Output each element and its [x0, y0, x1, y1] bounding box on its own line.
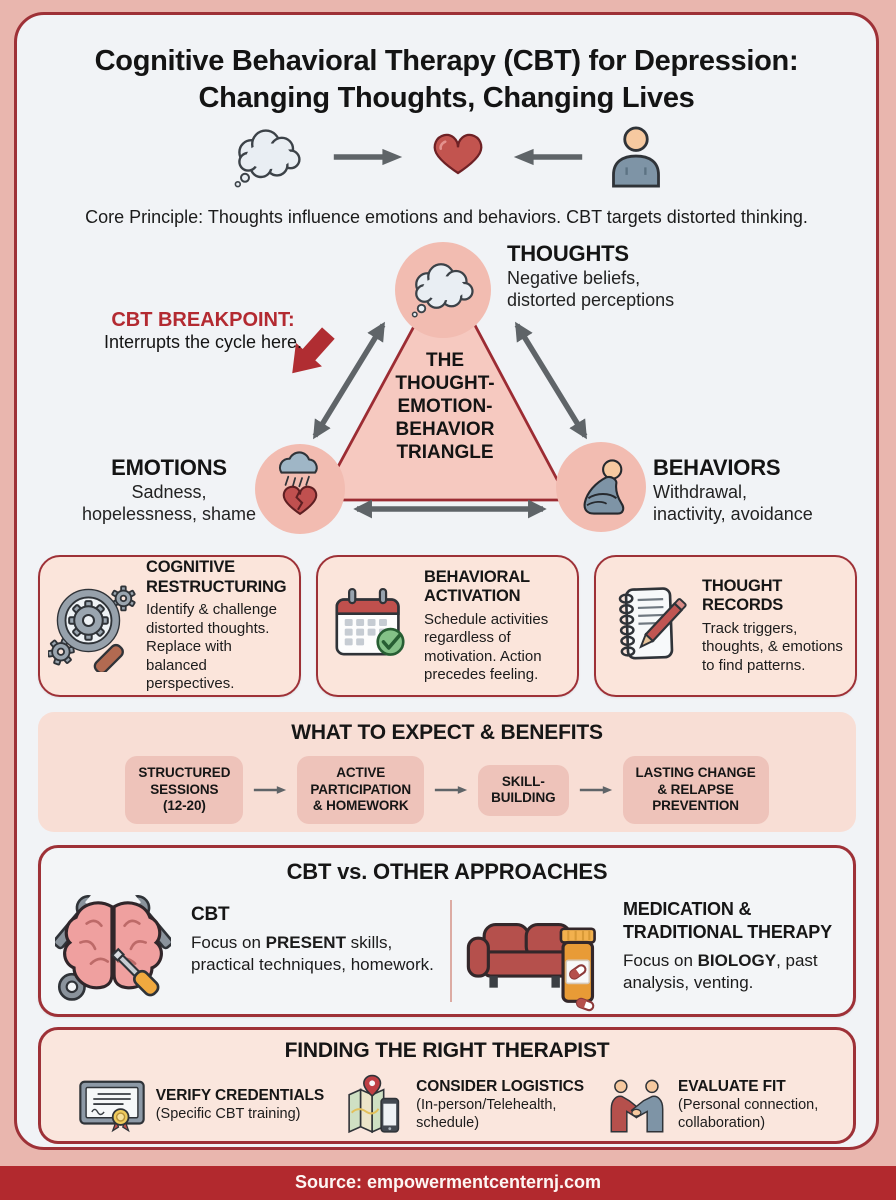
step-active-participation: ACTIVE PARTICIPATION & HOMEWORK — [297, 756, 425, 824]
step-structured-sessions: STRUCTURED SESSIONS (12-20) — [125, 756, 244, 824]
benefits-title: WHAT TO EXPECT & BENEFITS — [291, 721, 603, 744]
thought-cloud-icon — [228, 125, 310, 189]
heart-icon — [426, 128, 490, 186]
emotions-node: EMOTIONS Sadness, hopelessness, shame — [45, 455, 293, 525]
breakpoint-title: CBT BREAKPOINT: — [111, 309, 295, 331]
handshake-icon — [604, 1078, 670, 1133]
thoughts-label: THOUGHTS — [507, 241, 629, 266]
comparison-divider — [450, 900, 452, 1002]
therapist-section: FINDING THE RIGHT THERAPIST VERIFY CREDE… — [38, 1027, 856, 1144]
arrow-left-icon — [512, 147, 584, 167]
other-heading: MEDICATION & TRADITIONAL THERAPY — [623, 899, 832, 942]
thoughts-behaviors-arrow — [514, 321, 588, 440]
therapist-item-title: EVALUATE FIT — [678, 1078, 786, 1095]
other-body: Focus on BIOLOGY, past analysis, venting… — [623, 950, 849, 994]
cbt-body: Focus on PRESENT skills, practical techn… — [191, 932, 441, 976]
thoughts-node: THOUGHTS Negative beliefs, distorted per… — [507, 241, 674, 311]
arrow-right-icon — [332, 147, 404, 167]
benefits-section: WHAT TO EXPECT & BENEFITS STRUCTURED SES… — [38, 712, 856, 832]
technique-title: BEHAVIORAL ACTIVATION — [424, 567, 530, 606]
cbt-body-bold: PRESENT — [265, 933, 346, 952]
cbt-heading: CBT — [191, 904, 230, 925]
technique-title: COGNITIVE RESTRUCTURING — [146, 558, 287, 596]
behaviors-node: BEHAVIORS Withdrawal, inactivity, avoida… — [653, 455, 813, 525]
technique-card-behavioral-activation: BEHAVIORAL ACTIVATION Schedule activitie… — [316, 555, 579, 697]
triangle-diagram — [255, 242, 646, 534]
source-footer: Source: empowermentcenternj.com — [0, 1166, 896, 1200]
behaviors-desc: Withdrawal, inactivity, avoidance — [653, 482, 813, 524]
other-body-bold: BIOLOGY — [697, 951, 777, 970]
technique-text: COGNITIVE RESTRUCTURING Identify & chall… — [146, 558, 289, 694]
comparison-section: CBT vs. OTHER APPROACHES CBT Focus on PR… — [38, 845, 856, 1017]
therapist-title: FINDING THE RIGHT THERAPIST — [284, 1039, 610, 1062]
breakpoint-arrow-icon — [292, 327, 335, 374]
emotions-desc: Sadness, hopelessness, shame — [81, 482, 257, 524]
breakpoint-text: Interrupts the cycle here. — [103, 332, 303, 352]
therapist-item-fit: EVALUATE FIT (Personal connection, colla… — [604, 1078, 818, 1133]
triangle-center-label: THE THOUGHT- EMOTION- BEHAVIOR TRIANGLE — [395, 350, 495, 463]
benefits-steps: STRUCTURED SESSIONS (12-20) ACTIVE PARTI… — [38, 754, 856, 826]
technique-card-cognitive-restructuring: COGNITIVE RESTRUCTURING Identify & chall… — [38, 555, 301, 697]
step-arrow-icon — [253, 781, 287, 799]
other-body-prefix: Focus on — [623, 951, 698, 970]
map-phone-icon — [344, 1073, 408, 1137]
step-arrow-icon — [579, 781, 613, 799]
thoughts-desc: Negative beliefs, distorted perceptions — [507, 268, 675, 310]
certificate-icon — [76, 1076, 148, 1135]
emotions-label: EMOTIONS — [111, 455, 227, 480]
therapist-item-subtitle: (Specific CBT training) — [155, 1106, 301, 1122]
core-principle-text: Core Principle: Thoughts influence emoti… — [85, 207, 808, 227]
cbt-column: CBT Focus on PRESENT skills, practical t… — [191, 904, 441, 976]
notebook-pencil-icon — [604, 580, 696, 672]
calendar-check-icon — [326, 580, 418, 672]
page-title-line2: Changing Thoughts, Changing Lives — [198, 82, 695, 114]
cbt-body-suffix: skills, practical techniques, homework. — [191, 933, 434, 974]
technique-body: Schedule activities regardless of motiva… — [424, 610, 549, 684]
step-lasting-change: LASTING CHANGE & RELAPSE PREVENTION — [622, 756, 769, 824]
therapist-item-credentials: VERIFY CREDENTIALS (Specific CBT trainin… — [76, 1076, 324, 1135]
technique-body: Track triggers, thoughts, & emotions to … — [702, 619, 843, 674]
therapist-item-title: CONSIDER LOGISTICS — [416, 1078, 585, 1095]
technique-body: Identify & challenge distorted thoughts.… — [146, 601, 277, 693]
therapist-item-subtitle: (Personal connection, collaboration) — [678, 1097, 819, 1131]
person-icon — [606, 126, 666, 188]
technique-card-thought-records: THOUGHT RECORDS Track triggers, thoughts… — [594, 555, 857, 697]
cbt-breakpoint-callout: CBT BREAKPOINT: Interrupts the cycle her… — [81, 309, 325, 353]
infographic-panel: Cognitive Behavioral Therapy (CBT) for D… — [14, 12, 879, 1150]
cbt-body-prefix: Focus on — [191, 933, 266, 952]
other-body-suffix: , past analysis, venting. — [623, 951, 818, 992]
therapist-item-subtitle: (In-person/Telehealth, schedule) — [416, 1097, 557, 1131]
couch-medication-icon — [461, 914, 603, 1019]
core-principle-flow — [17, 117, 876, 197]
emotions-node-circle — [255, 444, 345, 534]
brain-tools-icon — [55, 892, 171, 1015]
page-title: Cognitive Behavioral Therapy (CBT) for D… — [17, 43, 876, 117]
behaviors-label: BEHAVIORS — [653, 455, 781, 480]
magnifier-gears-icon — [48, 579, 140, 673]
technique-title: THOUGHT RECORDS — [702, 576, 784, 615]
thoughts-emotions-arrow — [312, 321, 386, 440]
technique-text: THOUGHT RECORDS Track triggers, thoughts… — [702, 577, 845, 676]
therapist-item-title: VERIFY CREDENTIALS — [155, 1087, 325, 1104]
page-title-line1: Cognitive Behavioral Therapy (CBT) for D… — [94, 45, 799, 77]
therapist-items: VERIFY CREDENTIALS (Specific CBT trainin… — [41, 1070, 853, 1140]
technique-text: BEHAVIORAL ACTIVATION Schedule activitie… — [424, 568, 567, 685]
therapist-item-logistics: CONSIDER LOGISTICS (In-person/Telehealth… — [344, 1073, 584, 1137]
step-arrow-icon — [434, 781, 468, 799]
comparison-title: CBT vs. OTHER APPROACHES — [286, 859, 608, 884]
thought-emotion-behavior-triangle: THOUGHTS Negative beliefs, distorted per… — [17, 233, 876, 555]
step-skill-building: SKILL- BUILDING — [478, 764, 569, 816]
other-approaches-column: MEDICATION & TRADITIONAL THERAPY Focus o… — [623, 898, 849, 994]
